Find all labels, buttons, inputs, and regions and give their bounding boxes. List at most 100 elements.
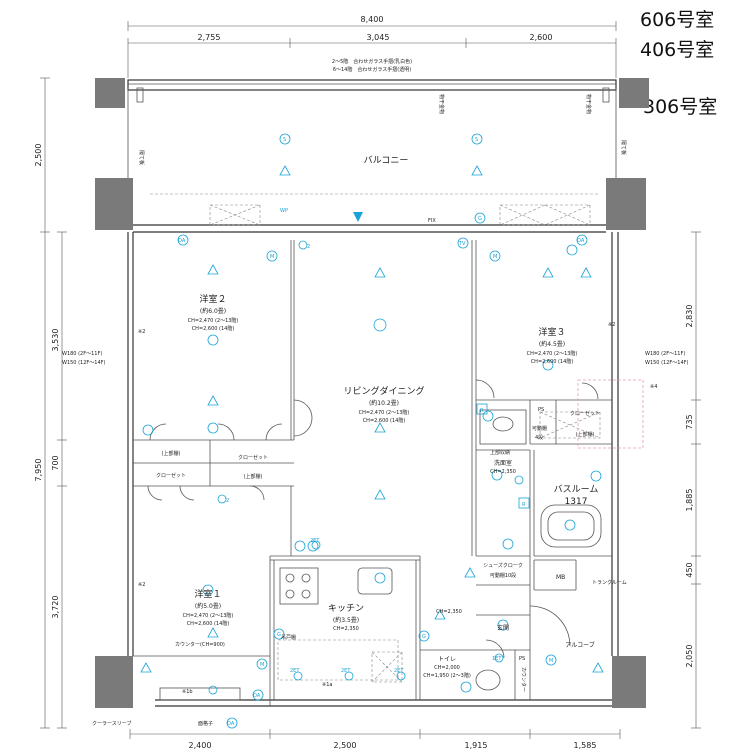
dim-bottom-seg-1: 2,400 <box>189 741 212 750</box>
drying-hardware-right: 物干金物 <box>585 94 592 114</box>
window-right-note-2: W150 (12F〜14F) <box>645 360 689 366</box>
switch-icon <box>566 244 578 256</box>
sprinkler-icon <box>471 165 483 176</box>
svg-text:S: S <box>475 137 478 143</box>
sprinkler-icon <box>207 627 219 638</box>
dim-top-total: 8,400 <box>361 15 384 24</box>
room-labels: 洋室２ (約6.0畳) CH=2,470 (2〜13階) CH=2,600 (1… <box>156 293 600 679</box>
counter-note: カウンター(CH=900) <box>175 641 225 648</box>
switch-icon <box>207 422 219 434</box>
note-mark-2b: ※2 <box>608 322 615 328</box>
electrical-symbols: S S G OA OA M M TV OA M M G G R R <box>140 133 604 729</box>
partition-right: 隔て板 <box>620 140 627 155</box>
ceiling-light-icon <box>207 334 219 346</box>
dim-bottom-seg-3: 1,915 <box>465 741 488 750</box>
bed2-size: (約6.0畳) <box>200 307 226 315</box>
doors-and-fixtures <box>147 379 644 691</box>
sprinkler-icon <box>207 395 219 406</box>
oa-outlet-icon <box>226 717 238 729</box>
sensor-icon <box>471 133 483 145</box>
bath-size: 1317 <box>565 497 588 507</box>
note-mark-2c: ※2 <box>138 582 145 588</box>
railing-note-1: 2〜5階 合わせガラス手摺(乳白色) <box>332 58 412 65</box>
unit-label-306: 306号室 <box>643 96 717 118</box>
upper-shelf-a: (上部棚) <box>162 450 181 457</box>
bed3-ch1: CH=2,470 (2〜13階) <box>527 350 578 357</box>
movable-shelf-note: 可動棚 <box>532 425 547 432</box>
wp-label: WP <box>280 208 288 214</box>
switch-icon <box>294 540 306 552</box>
svg-text:TV: TV <box>458 241 466 247</box>
top-dimensions: 8,400 2,755 3,045 2,600 <box>127 15 617 78</box>
trunk-room-label: トランクルーム <box>592 580 627 586</box>
ps-label-1: PS <box>538 407 544 413</box>
dim-top-seg-2: 3,045 <box>367 33 390 42</box>
left-dimensions: 2,500 7,950 3,530 700 3,720 <box>34 77 67 729</box>
entrance-name: 玄関 <box>497 624 509 632</box>
dim-left-inner-3: 3,720 <box>51 596 60 619</box>
dim-left-inner-2: 700 <box>51 455 60 470</box>
window-left-note-1: W180 (2F〜11F) <box>62 351 102 357</box>
dim-left-outer-1: 2,500 <box>34 144 43 167</box>
sprinkler-icon <box>374 267 386 278</box>
gas-outlet-icon <box>418 630 430 642</box>
kitchen-size: (約3.5畳) <box>333 616 359 624</box>
svg-text:G: G <box>422 634 426 640</box>
svg-text:OA: OA <box>253 693 261 699</box>
tv-outlet-icon <box>457 237 469 249</box>
oa-outlet-icon <box>177 234 189 246</box>
sprinkler-icon <box>279 165 291 176</box>
railing-note-2: 6〜14階 合わせガラス手摺(透明) <box>333 66 411 73</box>
dim-left-inner-1: 3,530 <box>51 329 60 352</box>
toilet-ch1: CH=2,000 <box>434 665 460 671</box>
switch-icon <box>460 681 472 693</box>
svg-text:R: R <box>522 502 526 508</box>
bath-name: バスルーム <box>554 484 599 495</box>
svg-text:2: 2 <box>226 498 229 504</box>
electric-outlet-icon <box>208 685 218 695</box>
switch-icon <box>590 470 602 482</box>
sprinkler-icon <box>140 662 152 673</box>
dim-right-inner-2: 735 <box>685 414 694 429</box>
interior-walls <box>133 240 612 706</box>
dim-right-inner-1: 2,830 <box>685 305 694 328</box>
structural-pillars <box>95 178 646 708</box>
sensor-icon <box>279 133 291 145</box>
bed1-ch2: CH=2,600 (14階) <box>187 620 230 627</box>
bed3-size: (約4.5畳) <box>539 340 565 348</box>
switch-icon <box>502 538 514 550</box>
bed1-size: (約5.0畳) <box>195 602 221 610</box>
gas-outlet-icon <box>273 628 285 640</box>
svg-text:OA: OA <box>577 238 585 244</box>
r-symbol-icon <box>518 497 530 509</box>
dim-bottom-seg-4: 1,585 <box>574 741 597 750</box>
electric-outlet-icon <box>514 475 524 485</box>
bed1-ch1: CH=2,470 (2〜13階) <box>183 612 234 619</box>
svg-text:2ET: 2ET <box>290 668 300 674</box>
switch-icon <box>142 424 154 436</box>
living-name: リビングダイニング <box>343 385 424 397</box>
shoes-sub: 可動棚10段 <box>490 572 516 579</box>
drying-hardware-left: 物干金物 <box>438 94 445 114</box>
upper-storage-note: 上部収納 <box>490 449 510 456</box>
svg-text:2: 2 <box>307 244 310 250</box>
ceiling-light-icon <box>491 469 503 481</box>
living-ch1: CH=2,470 (2〜13階) <box>359 409 410 416</box>
ps-label-2: PS <box>519 656 525 662</box>
sprinkler-icon <box>374 422 386 433</box>
bed1-name: 洋室１ <box>194 588 221 600</box>
upper-shelf-c: (上部棚) <box>576 431 595 438</box>
svg-text:M: M <box>549 658 553 664</box>
shelf-count-note: 4段 <box>535 434 543 441</box>
mb-label: MB <box>556 574 565 581</box>
electric-outlet-icon <box>298 240 308 250</box>
gas-outlet-icon <box>474 212 486 224</box>
closet-bed3: クローゼット <box>570 410 600 417</box>
alcove-name: アルコーブ <box>565 641 594 649</box>
sprinkler-icon <box>464 567 476 578</box>
partition-left: 隔て板 <box>138 150 145 165</box>
svg-text:M: M <box>260 662 264 668</box>
et-outlet-icon <box>396 671 406 681</box>
upper-shelf-b: (上部棚) <box>244 473 263 480</box>
